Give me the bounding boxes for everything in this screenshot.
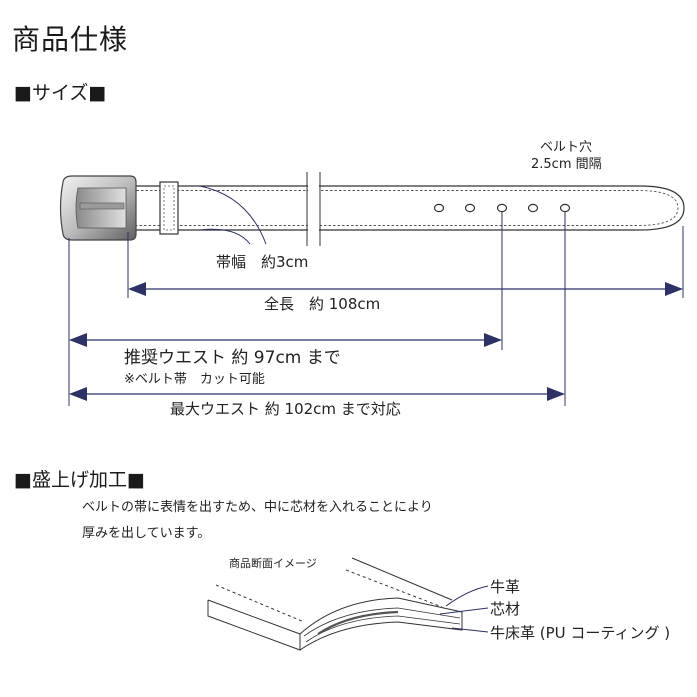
- total-length-arrow: [128, 282, 683, 296]
- layer-label-leather: 牛革: [490, 578, 521, 596]
- belt-width-label: 帯幅 約3cm: [216, 253, 309, 271]
- layer-label-core: 芯材: [490, 600, 521, 618]
- recommended-waist-label: 推奨ウエスト 約 97cm まで: [124, 348, 341, 368]
- cross-section-illustration: [207, 557, 463, 651]
- belt-hole-label-line2: 2.5cm 間隔: [531, 157, 602, 172]
- recommended-waist-arrow: [69, 333, 502, 347]
- finish-description-line2: 厚みを出しています。: [82, 526, 211, 541]
- finish-section-heading: ■盛上げ加工■: [14, 469, 145, 491]
- cross-section-caption: 商品断面イメージ: [229, 557, 317, 570]
- page-title: 商品仕様: [12, 23, 129, 56]
- layer-leader-lines: [439, 585, 489, 633]
- belt-hole-label-line1: ベルト穴: [540, 140, 593, 155]
- size-section-heading: ■サイズ■: [14, 82, 107, 104]
- max-waist-label: 最大ウエスト 約 102cm まで対応: [170, 400, 401, 418]
- belt-holes: [433, 203, 571, 213]
- width-leader-bottom: [199, 228, 251, 245]
- width-leader-top: [199, 185, 267, 245]
- cut-note: ※ベルト帯 カット可能: [124, 372, 265, 387]
- belt-strap: [129, 185, 685, 231]
- finish-description-line1: ベルトの帯に表情を出すため、中に芯材を入れることにより: [82, 500, 433, 515]
- belt-keeper: [159, 181, 179, 235]
- layer-label-split-leather: 牛床革 (PU コーティング ): [490, 624, 671, 642]
- total-length-label: 全長 約 108cm: [264, 295, 381, 313]
- buckle: [59, 175, 137, 241]
- belt-stitching: [132, 190, 679, 226]
- max-waist-arrow: [69, 387, 565, 401]
